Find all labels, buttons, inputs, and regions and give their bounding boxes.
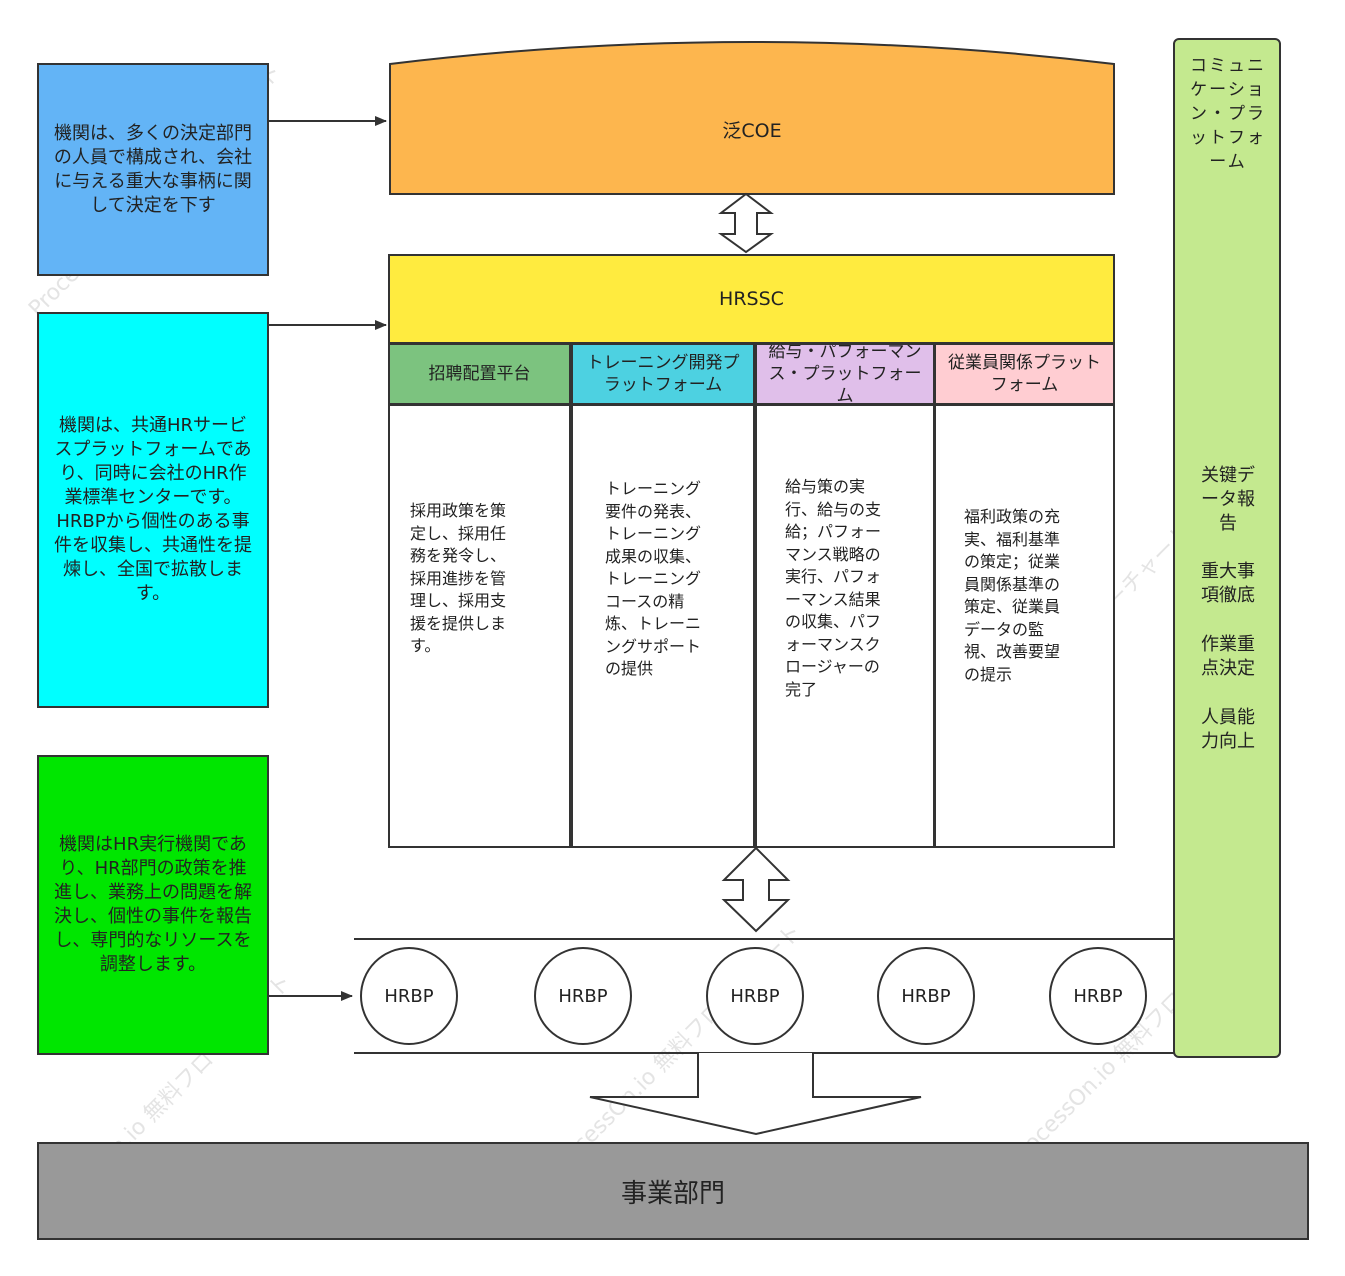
platform-title: 従業員関係プラットフォーム: [948, 353, 1101, 395]
communication-item: 重大事項徹底: [1201, 561, 1255, 606]
description-coe: 機関は、多くの決定部門の人員で構成され、会社に与える重大な事柄に関して決定を下す: [37, 63, 269, 276]
platform-body-text: 福利政策の充 実、福利基準 の策定；従業 員関係基準の 策定、従業員 データの監…: [964, 507, 1061, 684]
platform-title: トレーニング開発プラットフォーム: [586, 353, 740, 395]
business-department: 事業部門: [37, 1142, 1309, 1240]
double-arrow-hrssc-hrbp: [721, 846, 791, 933]
coe-label: 泛COE: [722, 119, 782, 142]
platform-header-training: トレーニング開発プラットフォーム: [571, 343, 755, 405]
platform-body-recruit: [388, 404, 571, 848]
hrbp-node: HRBP: [877, 947, 975, 1045]
description-hrssc: 機関は、共通HRサービスプラットフォームであり、同時に会社のHR作業標準センター…: [37, 312, 269, 708]
communication-item: 人員能力向上: [1201, 707, 1255, 752]
communication-platform: コミュニケーション・プラットフォーム 关键データ報告 重大事項徹底 作業重点決定…: [1173, 38, 1281, 1058]
description-hrbp-text: 機関はHR実行機関であり、HR部門の政策を推進し、業務上の問題を解決し、個性の事…: [54, 834, 252, 975]
hrbp-node: HRBP: [706, 947, 804, 1045]
platform-header-salary: 給与・パフォーマンス・プラットフォーム: [755, 343, 935, 405]
hrbp-node: HRBP: [1049, 947, 1147, 1045]
hrbp-node: HRBP: [534, 947, 632, 1045]
platform-body-text: トレーニング 要件の発表、 トレーニング 成果の収集、 トレーニング コースの精…: [605, 479, 702, 678]
business-department-label: 事業部門: [620, 1178, 725, 1209]
description-hrssc-text: 機関は、共通HRサービスプラットフォームであり、同時に会社のHR作業標準センター…: [54, 415, 252, 604]
communication-item: 关键データ報告: [1201, 465, 1255, 534]
hrssc-label: HRSSC: [719, 288, 784, 310]
platform-body-employee-relations: [934, 404, 1115, 848]
platform-body-text: 採用政策を策 定し、採用任 務を発令し、 採用進捗を管 理し、採用支 援を提供し…: [410, 501, 507, 655]
description-coe-text: 機関は、多くの決定部門の人員で構成され、会社に与える重大な事柄に関して決定を下す: [53, 122, 253, 216]
platform-body-training: [571, 404, 755, 848]
platform-body-text: 給与策の実 行、給与の支 給；パフォー マンス戦略の 実行、パフォ ーマンス結果…: [785, 477, 882, 699]
coe-box: 泛COE: [390, 64, 1114, 194]
platform-header-recruit: 招聘配置平台: [388, 343, 571, 405]
hrssc-box: HRSSC: [388, 254, 1115, 344]
communication-item: 作業重点決定: [1201, 634, 1255, 679]
platform-body-salary: [755, 404, 935, 848]
communication-platform-title: コミュニケーション・プラットフォーム: [1190, 56, 1266, 172]
coe-shape: [389, 41, 1115, 195]
hrbp-node: HRBP: [360, 947, 458, 1045]
arrow-to-business: [589, 1053, 922, 1136]
platform-title: 給与・パフォーマンス・プラットフォーム: [768, 343, 922, 405]
description-hrbp: 機関はHR実行機関であり、HR部門の政策を推進し、業務上の問題を解決し、個性の事…: [37, 755, 269, 1055]
platform-header-employee-relations: 従業員関係プラットフォーム: [934, 343, 1115, 405]
platform-title: 招聘配置平台: [428, 364, 531, 384]
double-arrow-coe-hrssc: [717, 192, 775, 254]
